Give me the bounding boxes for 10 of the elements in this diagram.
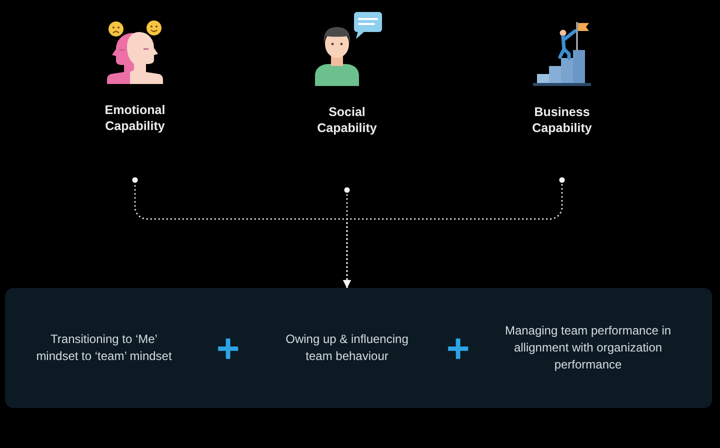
goal-text: Transitioning to ‘Me’ mindset to ‘team’ mindset [30,331,178,365]
capability-title: Emotional Capability [104,102,166,134]
capability-title: Social Capability [316,104,378,136]
dotted-connector [343,177,565,289]
summary-panel [5,288,712,408]
plus-sign: + [216,334,240,364]
plus-sign: + [446,334,470,364]
capability-title: Business Capability [531,104,593,136]
goal-text: Owing up & influencing team behaviour [283,331,411,365]
goal-text: Managing team performance in allignment with organization performance [490,322,686,374]
